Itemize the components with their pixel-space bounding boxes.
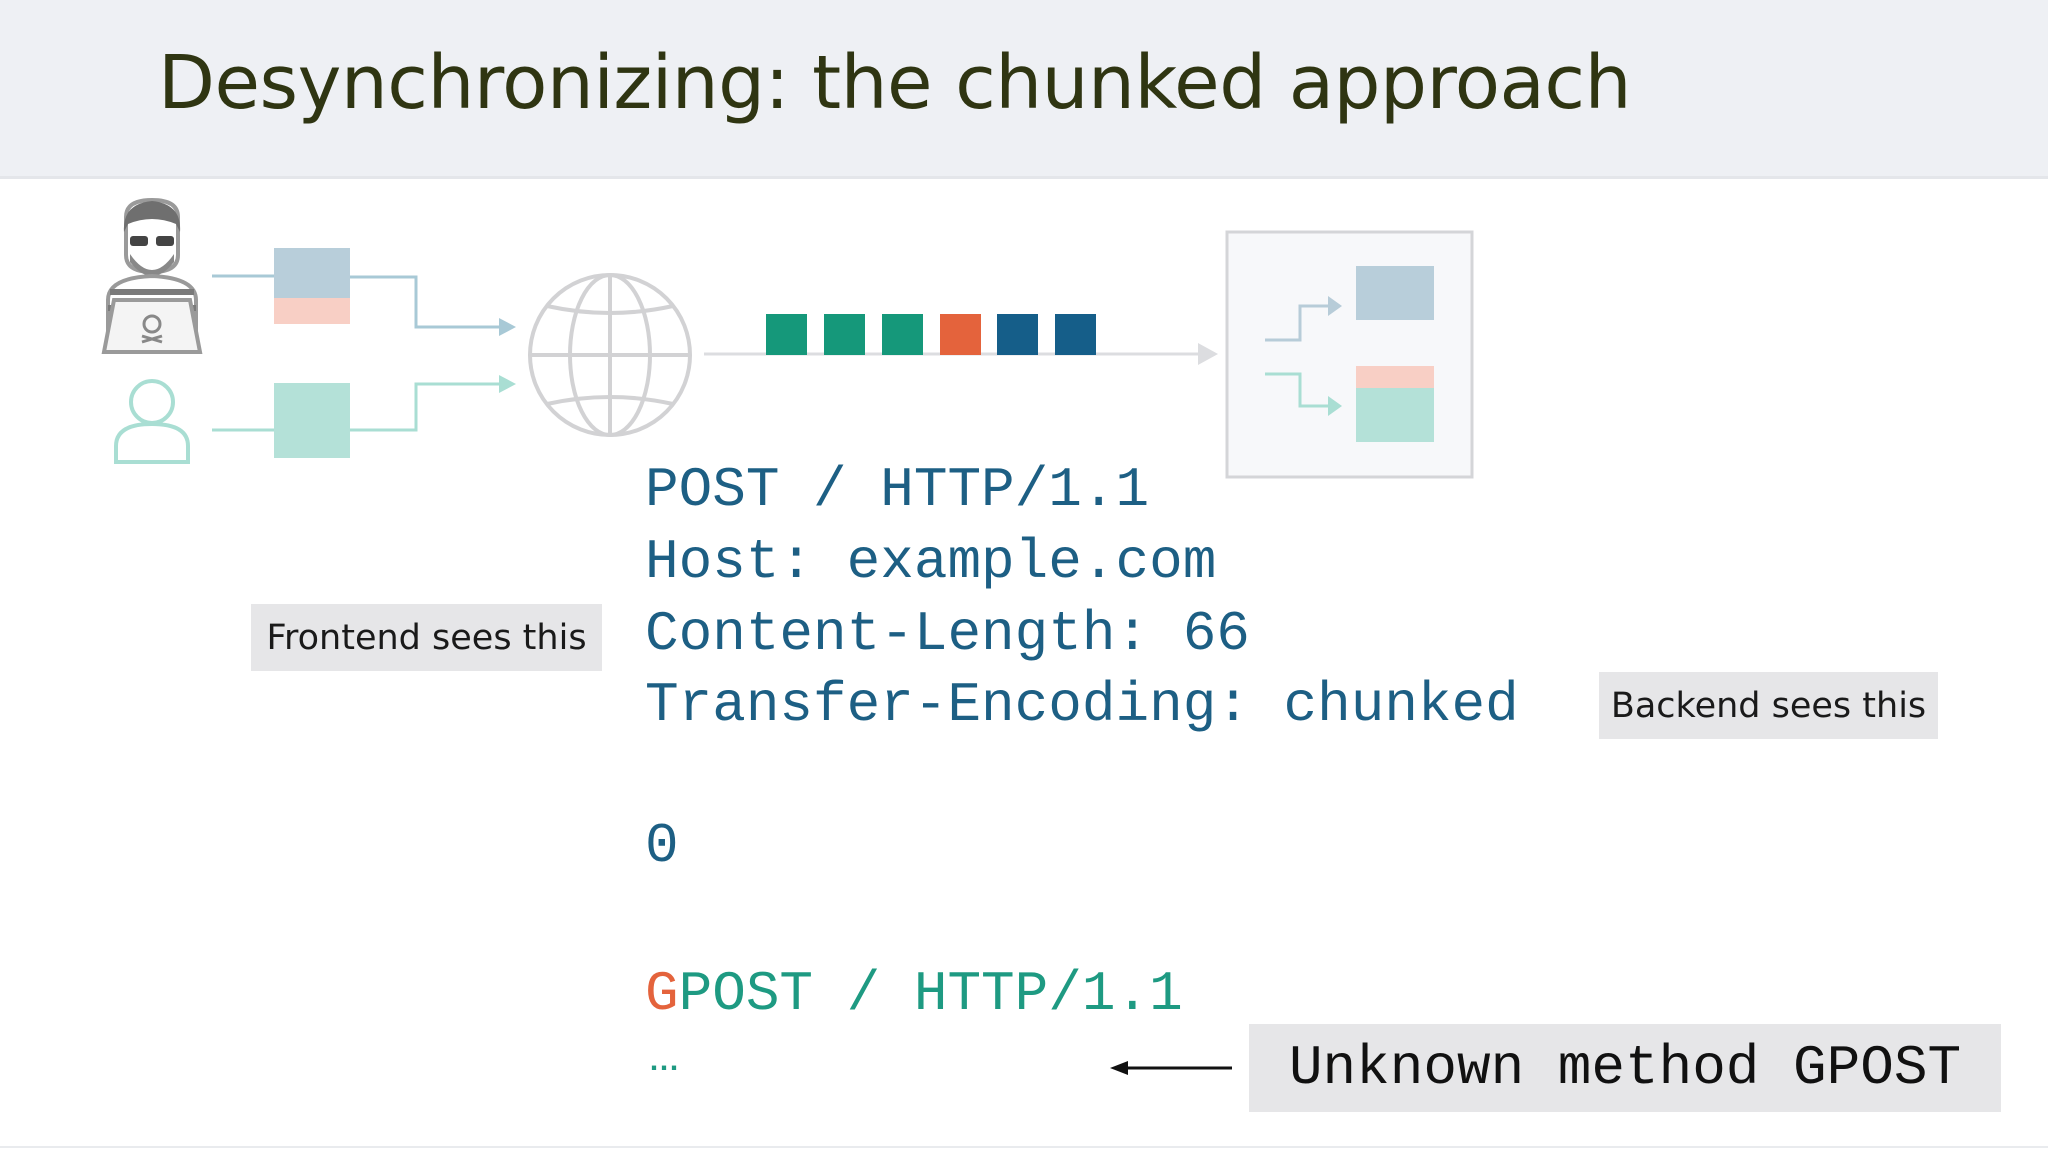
user-request-block <box>274 383 350 458</box>
backend-request-block <box>1356 266 1434 320</box>
packet <box>997 314 1038 355</box>
request-line: POST / HTTP/1.1 <box>645 458 1150 522</box>
packet <box>882 314 923 355</box>
packet-stream <box>766 314 1096 355</box>
transfer-encoding-header: Transfer-Encoding: chunked <box>645 673 1519 737</box>
smuggled-prefix: G <box>645 962 679 1026</box>
globe-icon <box>528 273 692 437</box>
backend-prefix-block <box>1356 366 1434 388</box>
chunk-size: 0 <box>645 814 679 878</box>
backend-user-block <box>1356 388 1434 442</box>
attacker-request-block <box>274 248 350 298</box>
host-header: Host: example.com <box>645 530 1217 594</box>
hacker-icon <box>101 197 203 354</box>
frontend-label: Frontend sees this <box>251 604 602 671</box>
smuggled-request-line: GPOST / HTTP/1.1 <box>645 966 1183 1022</box>
packet <box>824 314 865 355</box>
bottom-divider <box>0 1146 2048 1148</box>
packet <box>940 314 981 355</box>
slide-title: Desynchronizing: the chunked approach <box>158 40 1632 126</box>
backend-label: Backend sees this <box>1599 672 1938 739</box>
attacker-request-path <box>212 248 516 336</box>
unknown-method-label: Unknown method GPOST <box>1249 1024 2001 1112</box>
attacker-request-tail <box>274 298 350 324</box>
server-box-icon <box>1225 230 1474 479</box>
packet <box>1055 314 1096 355</box>
smuggled-rest: POST / HTTP/1.1 <box>678 962 1183 1026</box>
user-icon <box>114 379 190 464</box>
slide-header: Desynchronizing: the chunked approach <box>0 0 2048 179</box>
packet <box>766 314 807 355</box>
ellipsis: ... <box>645 1046 683 1080</box>
arrow-left-icon <box>1110 1061 1232 1075</box>
content-length-header: Content-Length: 66 <box>645 602 1250 666</box>
user-request-path <box>212 375 516 458</box>
